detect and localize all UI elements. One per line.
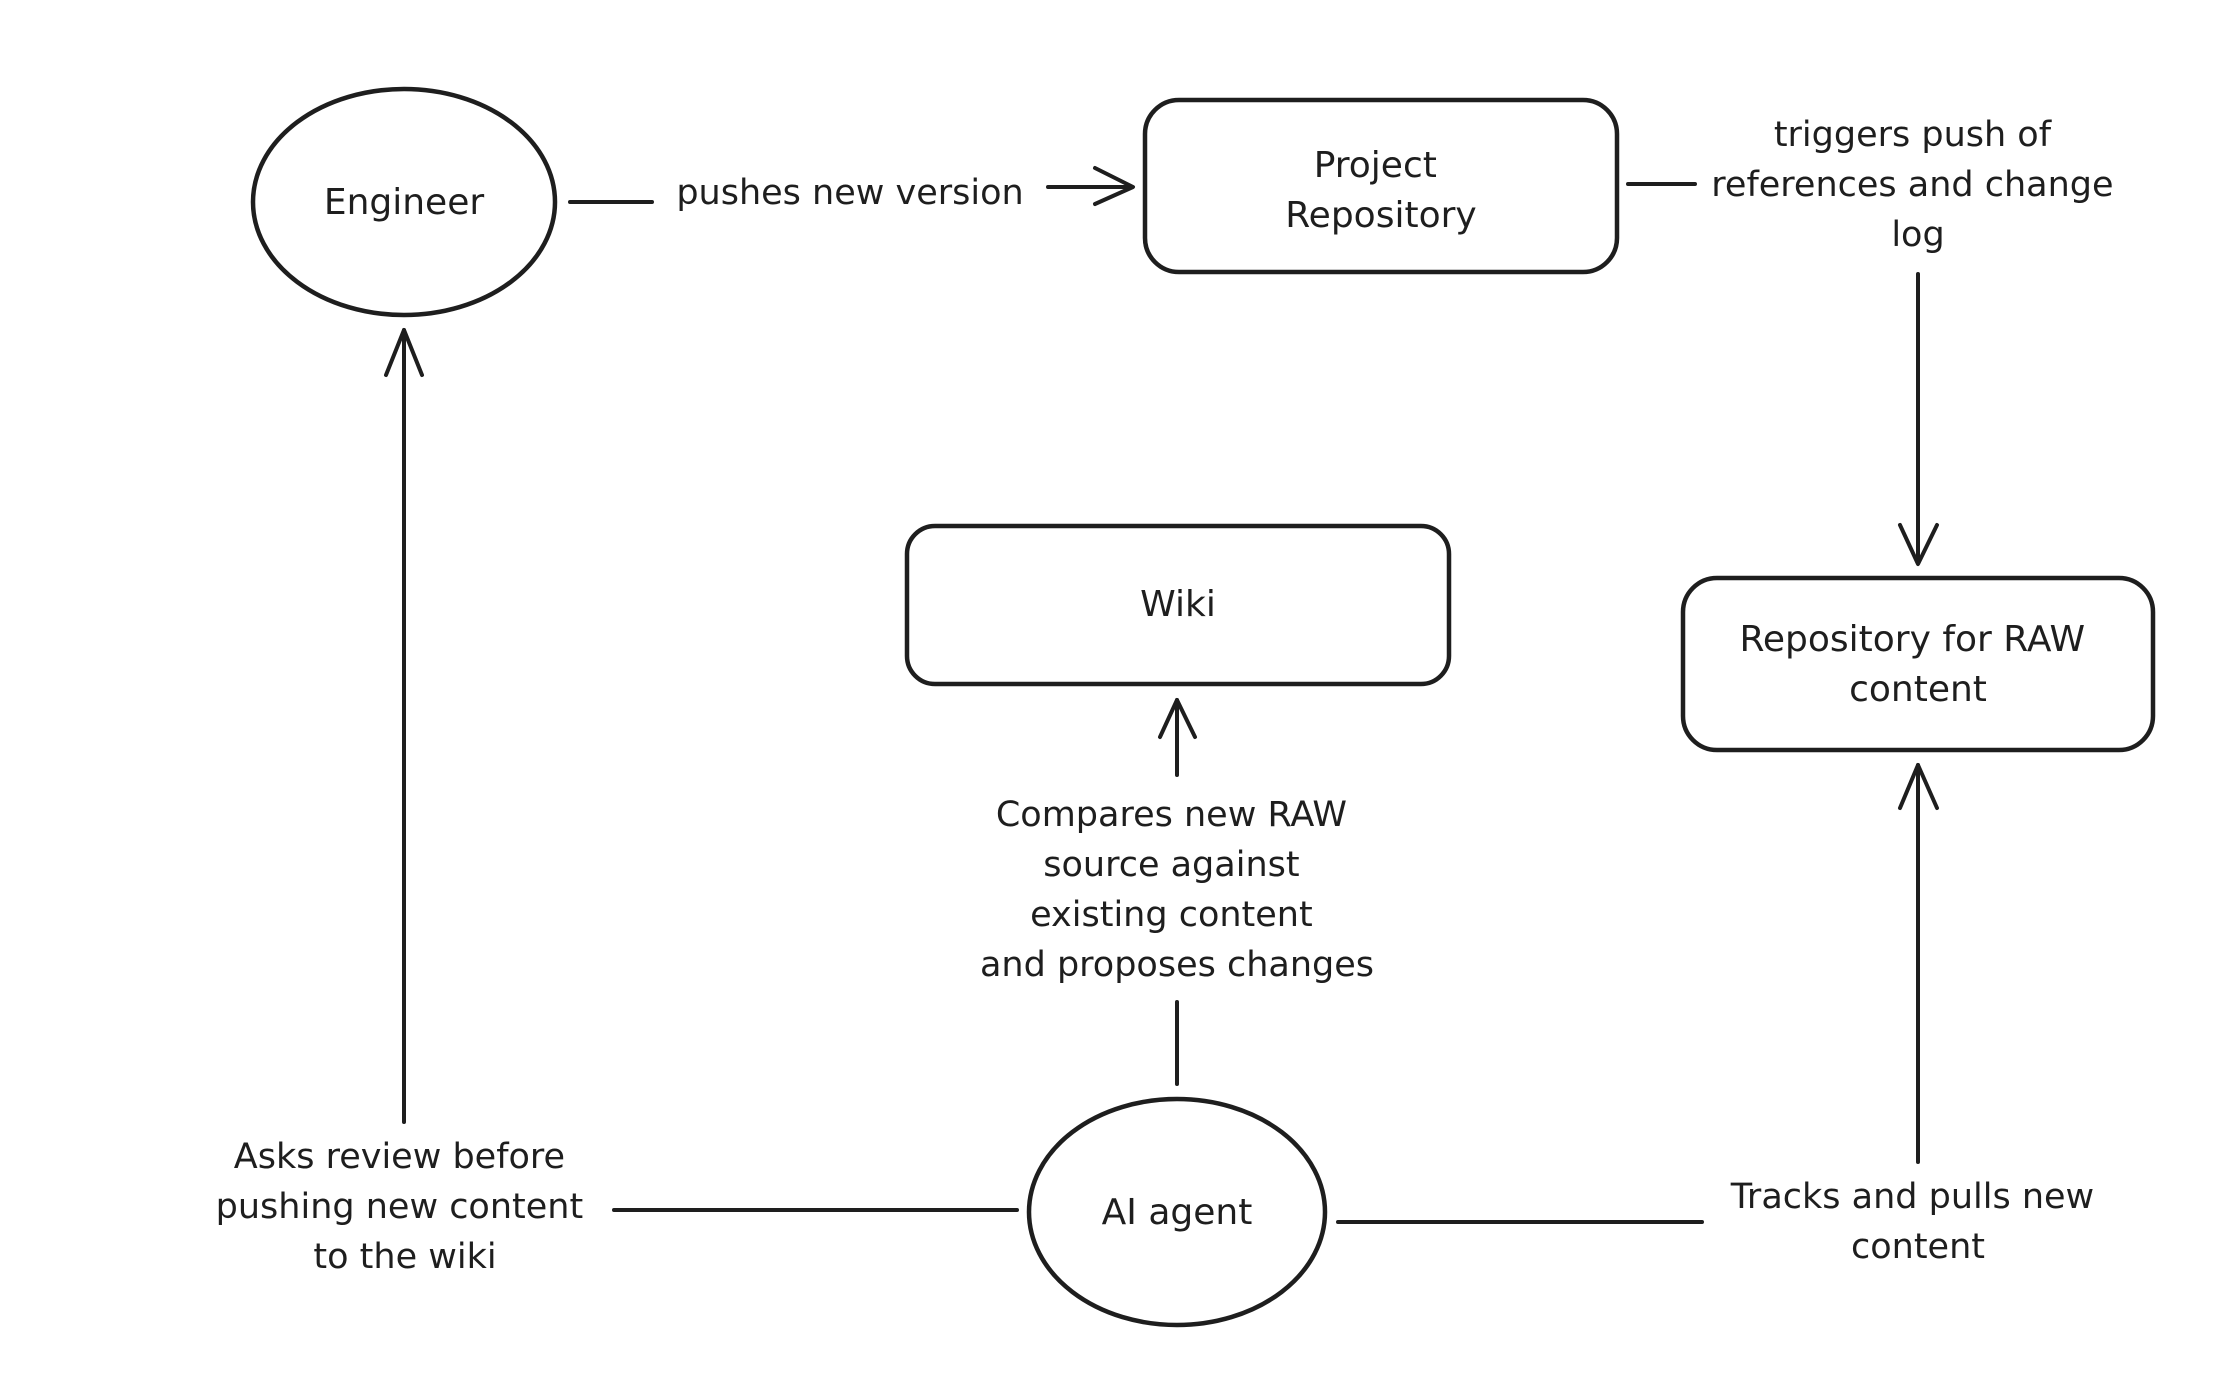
node-label-ai-agent: AI agent <box>1102 1192 1253 1233</box>
edge-label-tracks-pulls: Tracks and pulls new content <box>1730 1177 2106 1267</box>
node-label-raw-repository: Repository for RAW content <box>1739 619 2096 710</box>
edge-triggers-push: triggers push of references and change l… <box>1626 115 2124 566</box>
edge-label-compares: Compares new RAW source against existing… <box>980 795 1374 985</box>
edge-pushes-new-version: pushes new version <box>568 166 1135 213</box>
edge-label-pushes-new-version: pushes new version <box>676 173 1023 213</box>
node-engineer: Engineer <box>250 86 558 318</box>
node-ai-agent: AI agent <box>1026 1096 1328 1328</box>
node-label-wiki: Wiki <box>1140 584 1216 625</box>
edge-asks-review: Asks review before pushing new content t… <box>216 328 1019 1277</box>
edge-compares: Compares new RAW source against existing… <box>980 698 1374 1086</box>
edge-label-asks-review: Asks review before pushing new content t… <box>216 1137 595 1277</box>
node-raw-repository: Repository for RAW content <box>1680 575 2156 753</box>
node-project-repository: Project Repository <box>1142 97 1620 275</box>
node-label-project-repository: Project Repository <box>1285 145 1476 236</box>
edge-tracks-pulls: Tracks and pulls new content <box>1336 763 2106 1267</box>
edge-label-triggers-push: triggers push of references and change l… <box>1711 115 2124 255</box>
node-label-engineer: Engineer <box>324 182 485 223</box>
node-wiki: Wiki <box>904 523 1452 687</box>
